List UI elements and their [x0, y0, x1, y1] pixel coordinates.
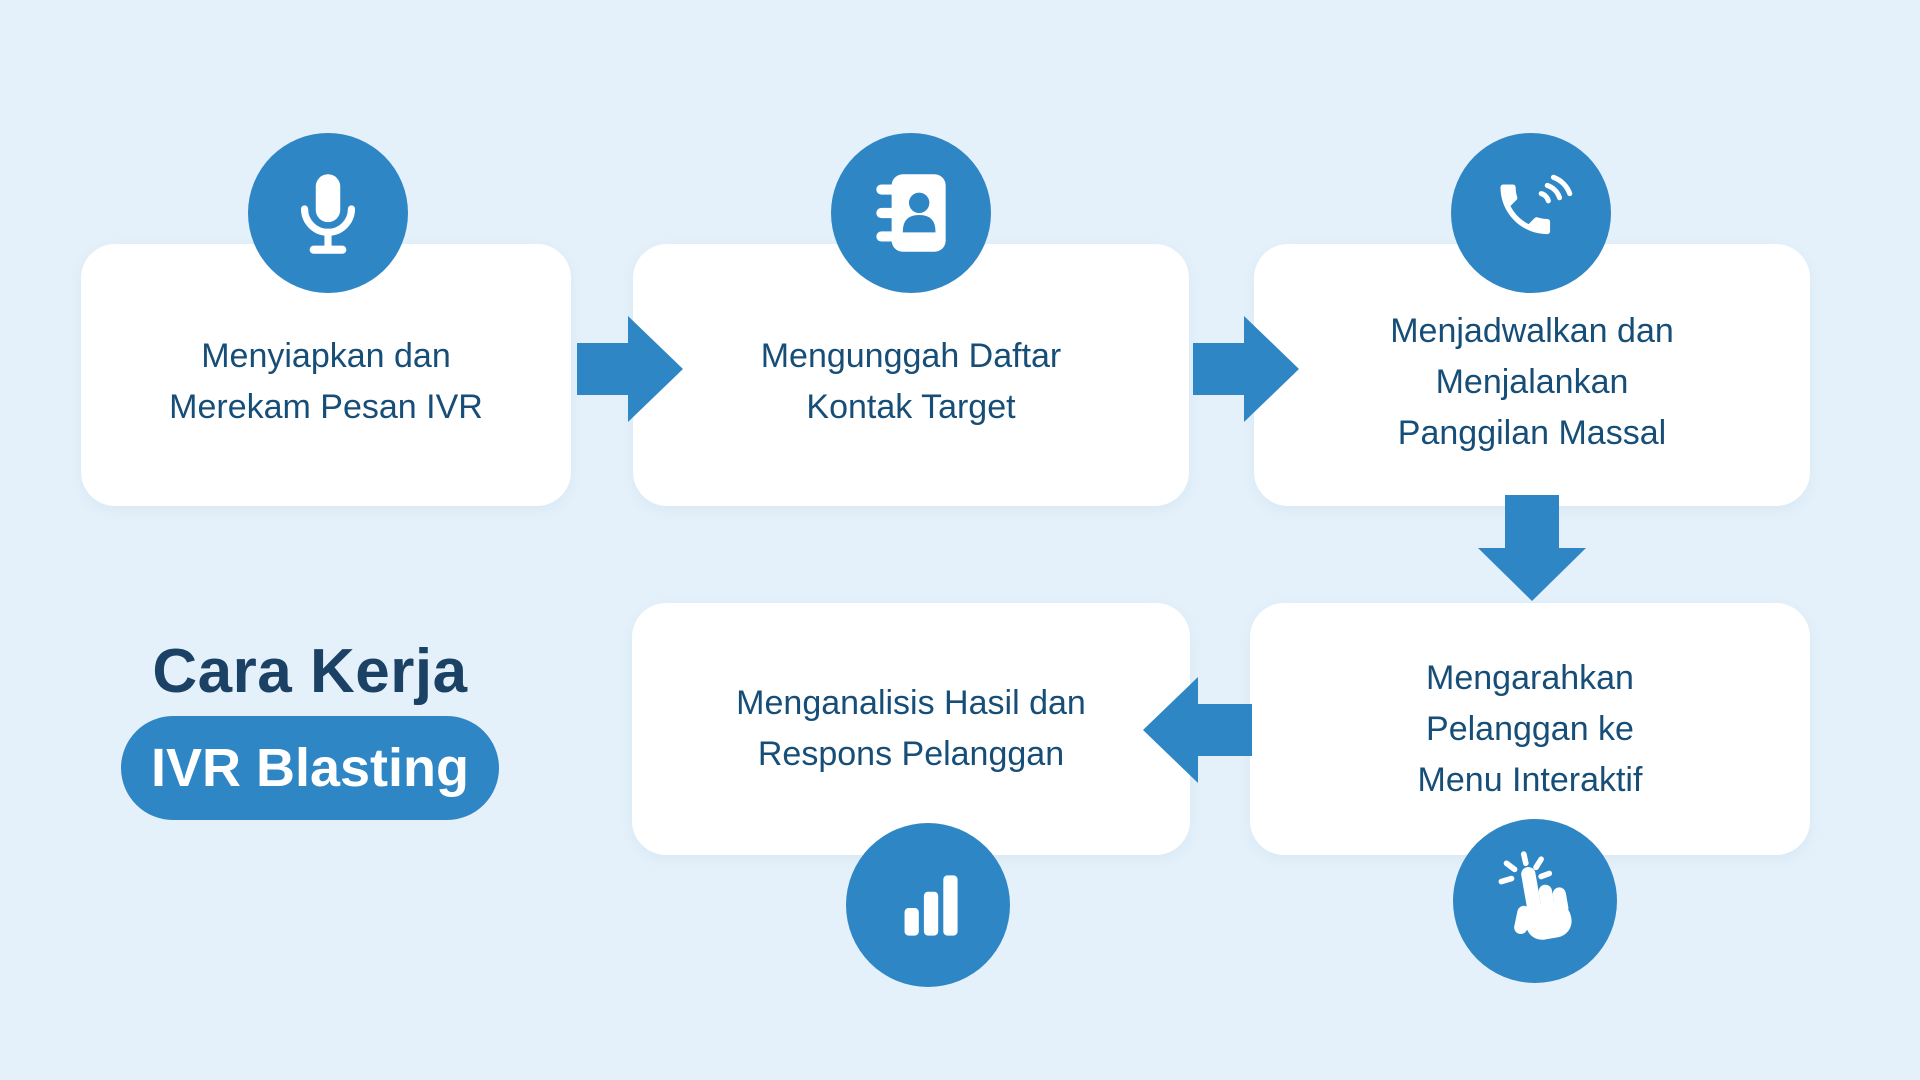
click-pointer-icon-circle [1453, 819, 1617, 983]
contact-book-icon [876, 174, 946, 252]
step-label-5: Menganalisis Hasil dan Respons Pelanggan [736, 684, 1086, 773]
step-card-2: Mengunggah Daftar Kontak Target [633, 244, 1189, 506]
microphone-icon-circle [248, 133, 408, 293]
page-title: Cara Kerja [152, 637, 468, 706]
step-label-3: Menjadwalkan dan Menjalankan Panggilan M… [1390, 311, 1674, 452]
step-card-3: Menjadwalkan dan Menjalankan Panggilan M… [1254, 244, 1810, 506]
bar-chart-icon [904, 875, 958, 936]
arrow-right-icon-1 [577, 316, 683, 422]
contact-book-icon-circle [831, 133, 991, 293]
step-label-1: Menyiapkan dan Merekam Pesan IVR [169, 337, 483, 426]
arrow-down-icon [1478, 495, 1586, 601]
step-card-5: Menganalisis Hasil dan Respons Pelanggan [632, 603, 1190, 855]
microphone-icon [300, 174, 356, 254]
step-label-2: Mengunggah Daftar Kontak Target [760, 337, 1062, 426]
step-card-4: Mengarahkan Pelanggan ke Menu Interaktif [1250, 603, 1810, 855]
phone-call-icon [1500, 174, 1573, 235]
step-label-4: Mengarahkan Pelanggan ke Menu Interaktif [1417, 658, 1643, 799]
arrow-left-icon [1143, 677, 1252, 783]
title-badge: IVR Blasting [120, 716, 500, 821]
arrow-right-icon-2 [1193, 316, 1299, 422]
phone-call-icon-circle [1451, 133, 1611, 293]
title-block: Cara Kerja IVR Blasting [60, 637, 560, 821]
bar-chart-icon-circle [846, 823, 1010, 987]
click-pointer-icon [1498, 851, 1572, 940]
